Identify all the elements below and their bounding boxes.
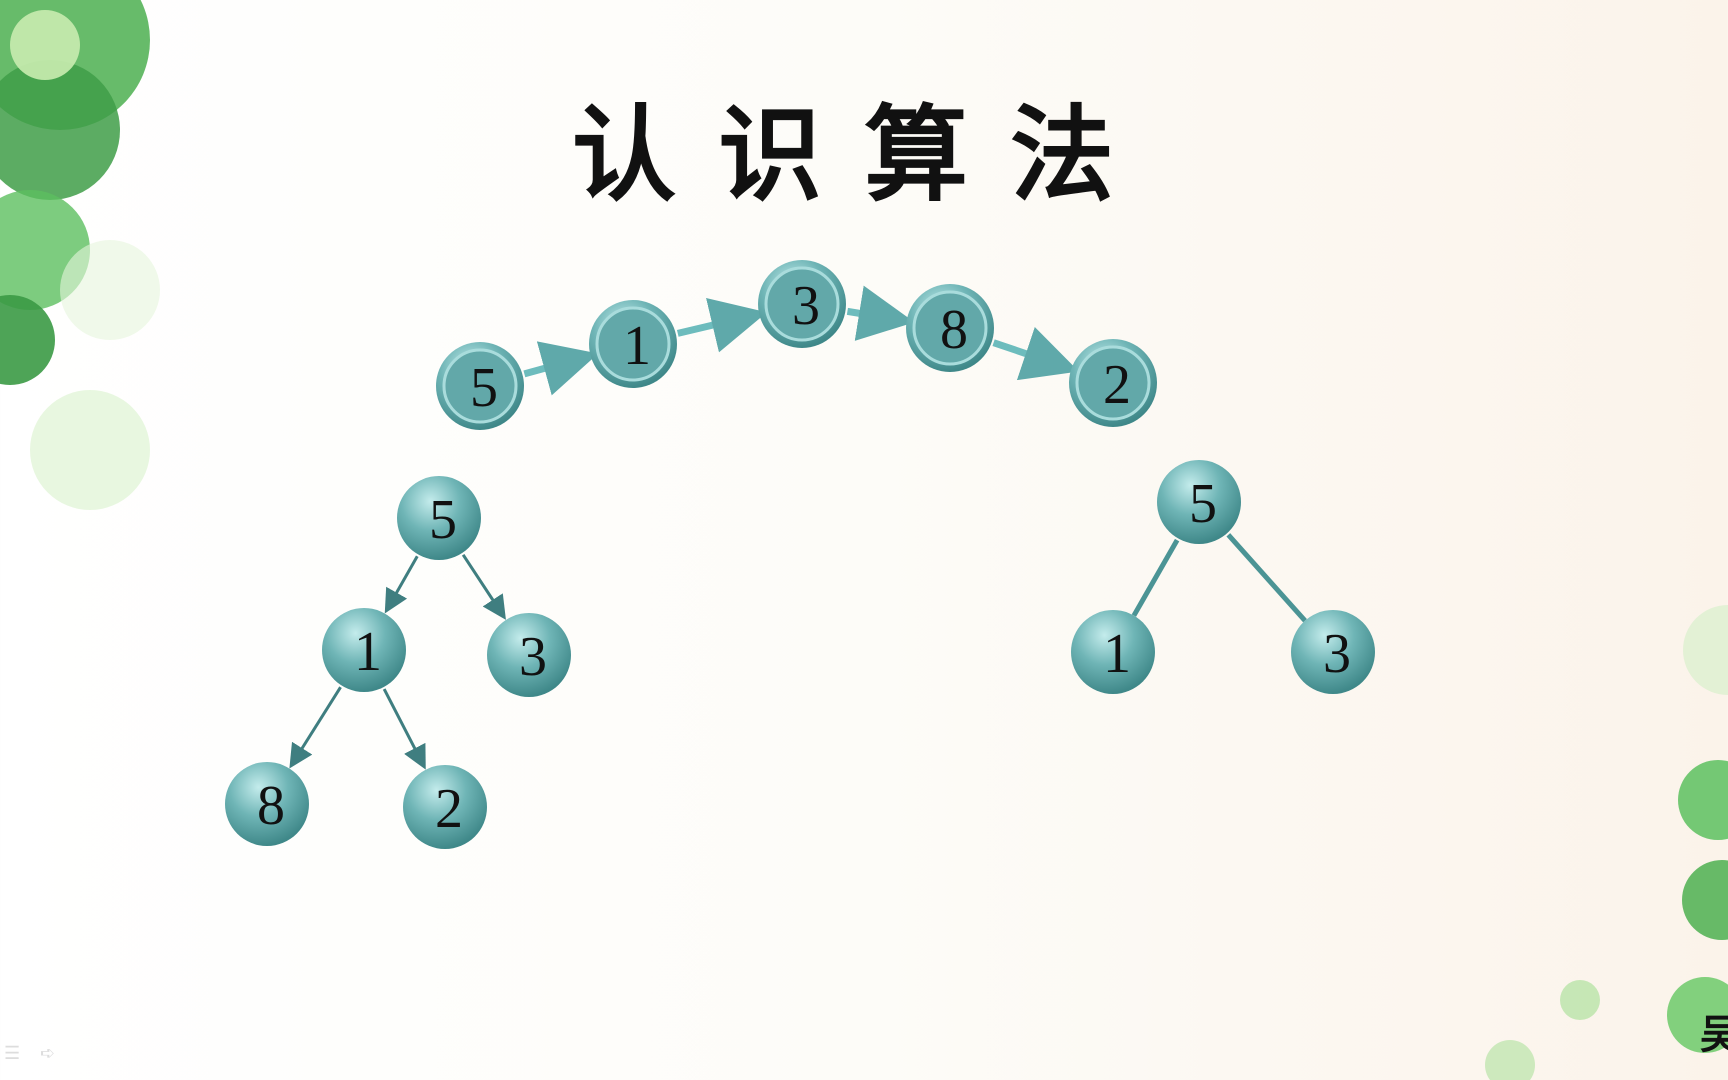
chain-node: 3 <box>758 260 846 348</box>
left-tree-node: 2 <box>403 765 487 849</box>
node-inner-ring <box>912 290 988 366</box>
node-circle <box>1157 460 1241 544</box>
node-value: 3 <box>1323 623 1351 685</box>
menu-icon[interactable]: ☰ <box>4 1043 21 1064</box>
right-tree-node: 1 <box>1071 610 1155 694</box>
node-circle <box>487 613 571 697</box>
left-tree-node: 3 <box>487 613 571 697</box>
chain-node: 5 <box>436 342 524 430</box>
left-tree-node: 8 <box>225 762 309 846</box>
left-tree-edge <box>289 686 342 769</box>
chain-edge <box>523 341 599 396</box>
clover-decoration-top-left <box>0 0 160 510</box>
node-circle <box>397 476 481 560</box>
node-value: 1 <box>354 621 382 683</box>
clover-decoration-bottom-right <box>1485 605 1728 1080</box>
node-value: 5 <box>470 357 498 419</box>
left-tree-node: 1 <box>322 608 406 692</box>
node-value: 8 <box>940 299 968 361</box>
node-value: 1 <box>1103 623 1131 685</box>
node-circle <box>322 608 406 692</box>
node-value: 2 <box>1103 354 1131 416</box>
right-tree-edge <box>1226 533 1307 623</box>
chain-edge <box>676 297 767 353</box>
node-value: 5 <box>429 489 457 551</box>
node-value: 5 <box>1189 473 1217 535</box>
right-tree-node: 5 <box>1157 460 1241 544</box>
node-inner-ring <box>1075 345 1151 421</box>
left-tree-edge <box>382 688 426 770</box>
right-tree-edge <box>1131 538 1180 617</box>
node-value: 3 <box>792 275 820 337</box>
node-circle <box>1291 610 1375 694</box>
chain-node: 1 <box>589 300 677 388</box>
node-circle <box>225 762 309 846</box>
node-circle <box>1071 610 1155 694</box>
node-value: 8 <box>257 775 285 837</box>
author-signature: 吴 <box>1700 1002 1728 1060</box>
chain-node: 2 <box>1069 339 1157 427</box>
left-tree-edge <box>461 553 506 620</box>
slide-title: 认识算法 <box>571 93 1156 216</box>
left-tree-edge <box>384 555 419 614</box>
right-tree-node: 3 <box>1291 610 1375 694</box>
chain-node: 8 <box>906 284 994 372</box>
node-value: 2 <box>435 778 463 840</box>
node-inner-ring <box>764 266 840 342</box>
node-inner-ring <box>595 306 671 382</box>
chain-edge <box>992 327 1079 381</box>
node-circle <box>403 765 487 849</box>
node-value: 3 <box>519 626 547 688</box>
node-inner-ring <box>442 348 518 424</box>
chain-edge <box>846 285 915 341</box>
node-value: 1 <box>623 315 651 377</box>
left-tree-node: 5 <box>397 476 481 560</box>
arrow-right-icon[interactable]: ➪ <box>40 1043 56 1064</box>
